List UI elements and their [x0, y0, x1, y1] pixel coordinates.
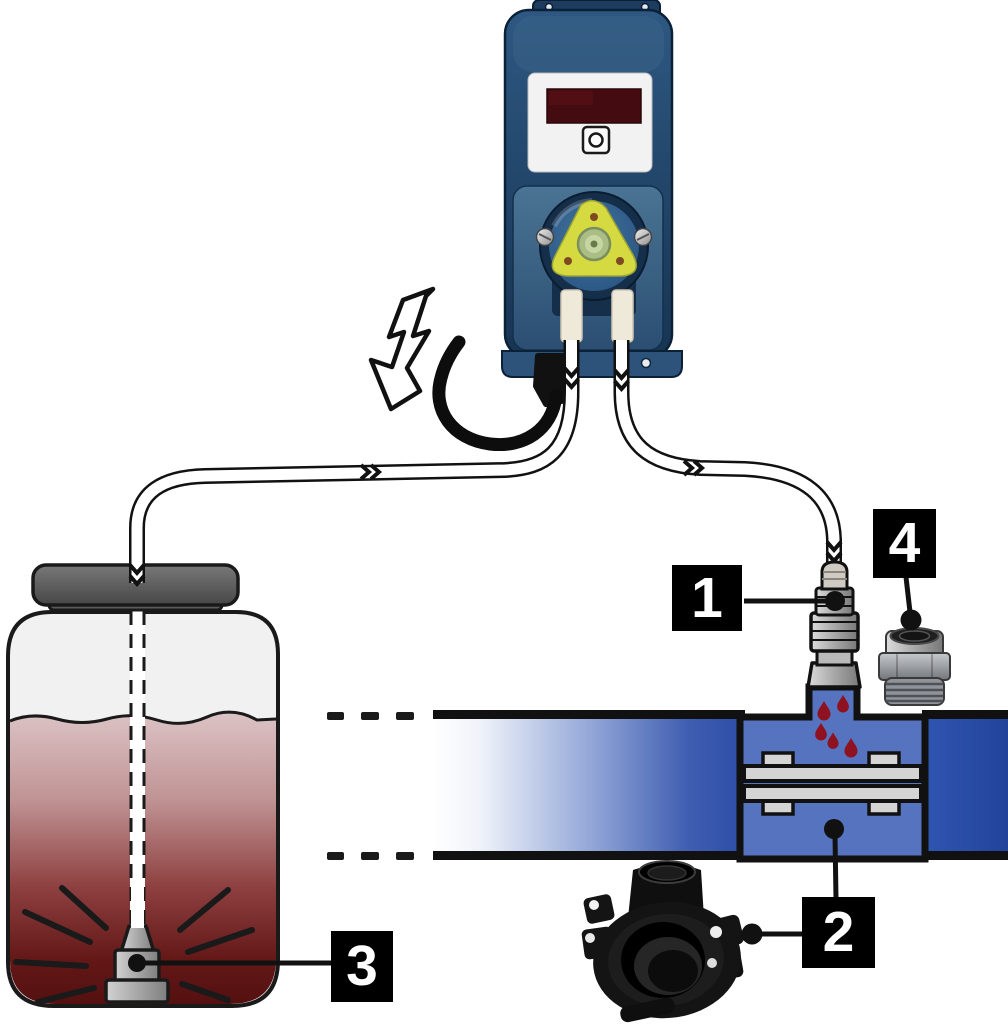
pump-head-screw-right: [633, 227, 653, 247]
callout-number-4: 4: [888, 511, 921, 575]
callout-2-anchor-dot: [824, 819, 844, 839]
callout-box-3: 3: [331, 931, 393, 1002]
callout-2b-anchor-dot: [741, 923, 763, 945]
callout-box-4: 4: [873, 509, 936, 578]
control-panel: [527, 72, 653, 173]
callout-number-3: 3: [346, 934, 378, 998]
callout-2-line-vertical: [832, 834, 839, 900]
callout-1-anchor-dot: [825, 591, 845, 611]
tube-break-chevrons: [128, 366, 843, 588]
callout-4-line: [903, 576, 913, 613]
suction-lance: [129, 580, 146, 932]
tube-nipple-left: [560, 289, 583, 343]
adapter-fitting: [878, 576, 951, 706]
pipe-right-section: [922, 710, 1008, 860]
callout-4-anchor-dot: [900, 609, 922, 631]
suction-rays: [13, 885, 255, 1005]
callout-number-1: 1: [691, 565, 723, 630]
pipe-saddle: [736, 683, 929, 900]
pipe-left-section: [433, 710, 745, 860]
tubing: [128, 340, 843, 588]
injection-valve: [744, 560, 862, 689]
pump-head: [535, 191, 653, 343]
callout-3-anchor-dot: [128, 954, 146, 972]
pump-bottom-plate: [501, 350, 683, 378]
injection-drops: [815, 694, 858, 758]
chemical-tank: [6, 563, 334, 1008]
callout-box-1: 1: [672, 565, 742, 631]
tube-nipple-right: [611, 289, 634, 343]
suction-tube: [129, 340, 580, 583]
pump-button: [581, 125, 611, 155]
discharge-tube: [613, 340, 842, 572]
callout-box-2: 2: [802, 897, 875, 968]
saddle-clamp-photo: [581, 860, 803, 1023]
pump-rotor: [551, 199, 637, 277]
pump-head-screw-left: [535, 227, 555, 247]
lightning-arrow-icon: [368, 286, 436, 412]
pipe-dash-marks: [327, 712, 414, 860]
callout-number-2: 2: [822, 900, 855, 964]
process-pipe: [327, 683, 1008, 900]
cable-cord: [432, 335, 563, 452]
dosing-pump: [501, 0, 683, 378]
pump-body-highlight: [513, 16, 664, 72]
